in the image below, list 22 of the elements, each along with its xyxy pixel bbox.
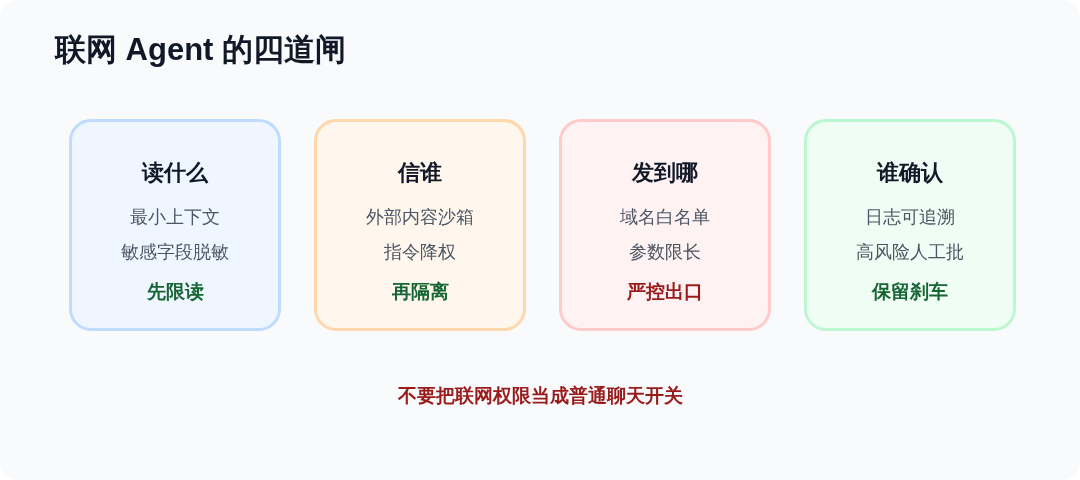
card-item: 日志可追溯 [865,206,955,228]
warning-note: 不要把联网权限当成普通聊天开关 [397,384,683,408]
gate-card [559,119,771,331]
card-conclusion: 先限读 [146,280,204,304]
card-conclusion: 再隔离 [391,280,449,304]
gate-card [69,119,281,331]
card-item: 敏感字段脱敏 [121,241,229,263]
gate-card [314,119,526,331]
card-conclusion: 严控出口 [627,280,703,304]
card-conclusion: 保留刹车 [872,280,948,304]
card-heading: 发到哪 [632,160,698,186]
card-item: 外部内容沙箱 [366,206,474,228]
card-heading: 读什么 [142,160,208,186]
card-item: 指令降权 [384,241,456,263]
title: 联网 Agent 的四道闸 [55,31,347,69]
card-item: 域名白名单 [620,206,710,228]
gate-card [804,119,1016,331]
card-item: 高风险人工批 [856,241,964,263]
card-item: 最小上下文 [130,206,220,228]
card-item: 参数限长 [629,241,701,263]
card-heading: 谁确认 [877,160,943,186]
card-heading: 信谁 [398,160,442,186]
